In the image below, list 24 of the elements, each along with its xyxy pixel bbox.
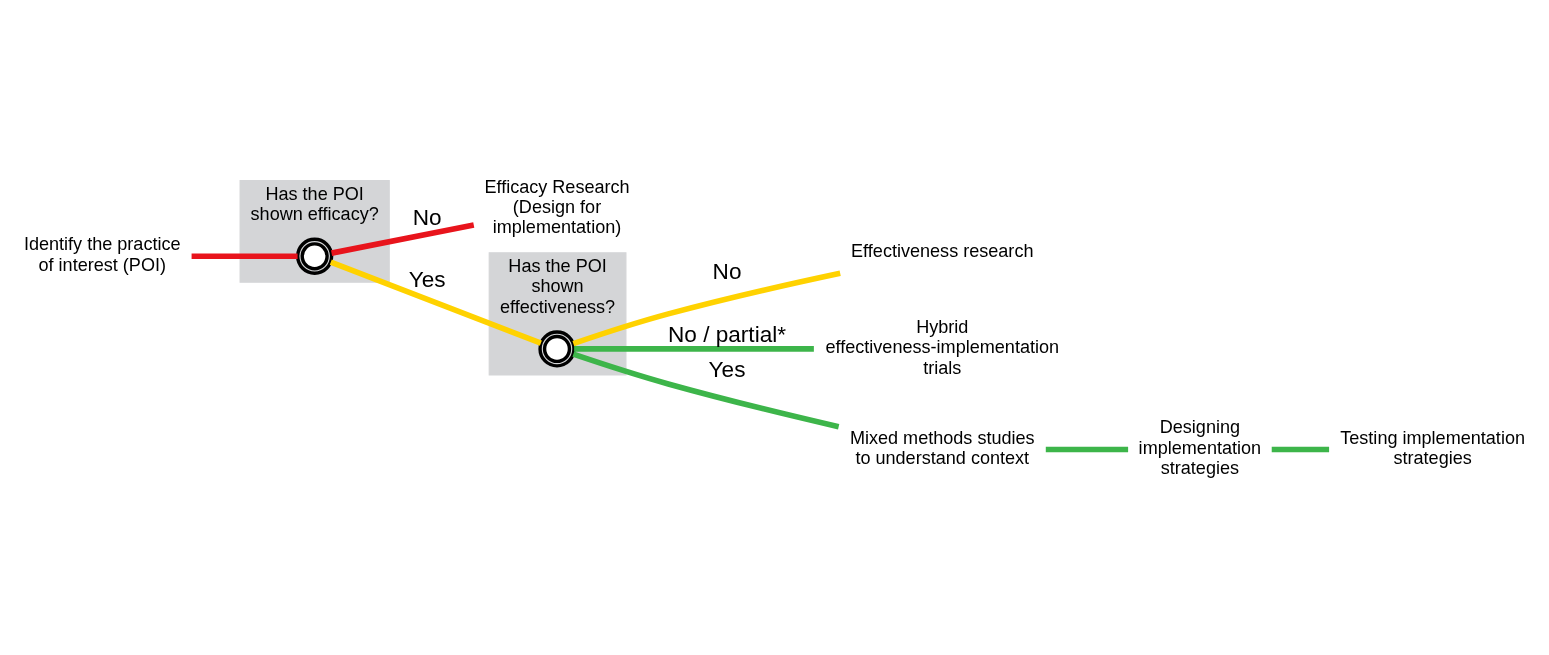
connector xyxy=(1271,446,1330,452)
edge-label: Yes xyxy=(408,266,446,292)
edge-label: No / partial* xyxy=(668,321,787,347)
node-text: Testing implementation strategies xyxy=(1340,427,1525,468)
edge-label: No xyxy=(712,258,742,284)
connector xyxy=(572,269,841,346)
connector xyxy=(572,350,840,429)
edge-label: No xyxy=(412,204,442,230)
node-text: Efficacy Research (Design for implementation) xyxy=(484,176,630,237)
node-text: Effectiveness research xyxy=(851,240,1034,261)
node-circle xyxy=(296,237,334,275)
cluster: Has the POI shown effectiveness? xyxy=(488,251,627,375)
node-circle xyxy=(538,329,576,368)
connector xyxy=(1045,446,1129,452)
node-text: Designing implementation strategies xyxy=(1138,416,1262,478)
connector xyxy=(574,345,814,352)
node-text: Identify the practice of interest (POI) xyxy=(23,233,181,275)
connector xyxy=(331,221,475,256)
connector xyxy=(329,258,542,346)
cluster: Has the POI shown efficacy? xyxy=(239,179,390,283)
node-text: Hybrid effectiveness-implementation trials xyxy=(825,316,1060,378)
node-text: Mixed methods studies to understand context xyxy=(849,427,1035,468)
connector xyxy=(191,252,298,259)
edge-label: Yes xyxy=(708,356,746,382)
